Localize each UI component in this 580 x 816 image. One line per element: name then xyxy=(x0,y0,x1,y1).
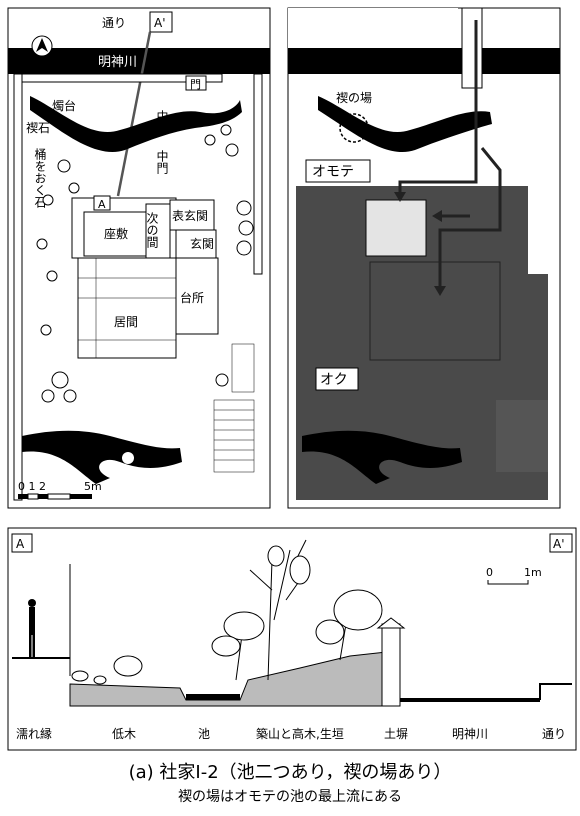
section-mark-right: A' xyxy=(553,537,565,551)
river-label: 明神川 xyxy=(98,55,137,70)
section-line xyxy=(116,31,152,197)
section-label-street: 通り xyxy=(542,727,566,741)
path-arrows xyxy=(398,20,502,290)
section-mark-house: A xyxy=(98,198,106,211)
oku-zone xyxy=(296,186,548,500)
bucket-stone-label: 桶をおく石 xyxy=(33,147,47,208)
north-arrow-pointer xyxy=(36,38,48,52)
plan-left: 明神川 通り A' 門 燭台 禊石 中塀 中門 桶をおく石 xyxy=(7,7,271,509)
candle-label: 燭台 xyxy=(52,98,76,113)
inner-gate-label: 中門 xyxy=(155,149,169,174)
pond-south-right xyxy=(302,430,462,484)
section-label-wall: 土塀 xyxy=(384,727,408,741)
ground-profile xyxy=(69,651,391,707)
wall-roof xyxy=(376,617,406,629)
section-mark-top: A' xyxy=(154,16,166,30)
gate-box xyxy=(185,75,207,91)
arrow-heads xyxy=(394,192,446,296)
genkan-label: 玄関 xyxy=(190,236,214,251)
wall-west xyxy=(13,73,23,501)
section-label-river: 明神川 xyxy=(452,727,488,741)
house-rear xyxy=(77,257,177,359)
gate-label: 門 xyxy=(190,78,201,91)
plan-right: 禊の場 オモテ オク xyxy=(287,7,561,509)
section-scale-bar xyxy=(487,580,529,585)
section-view: A A' 0 1m xyxy=(7,527,577,751)
pond-north-right xyxy=(318,96,492,152)
section-mark-left: A xyxy=(16,537,25,551)
house-right-front xyxy=(365,199,427,257)
genkan-room xyxy=(175,229,217,259)
section-scale-one: 1m xyxy=(524,566,542,579)
ima-label: 居間 xyxy=(114,315,138,329)
zashiki-label: 座敷 xyxy=(104,226,128,241)
scale-label: 0 1 2 xyxy=(18,480,46,493)
scale-bar xyxy=(18,493,92,500)
oku-zone-edge xyxy=(296,186,366,226)
scale-end-label: 5m xyxy=(84,480,102,493)
pond-water xyxy=(186,694,240,700)
omote-genkan-label: 表玄関 xyxy=(172,208,208,223)
tsugi-label: 次の間 xyxy=(145,212,159,248)
street-label-top: 通り xyxy=(102,16,126,30)
tatami-lines xyxy=(78,258,176,358)
zashiki-room xyxy=(83,211,147,257)
oku-label-box xyxy=(315,367,359,391)
pond-island xyxy=(122,452,134,464)
section-mark-house-box xyxy=(93,195,111,211)
house-right-rear xyxy=(369,261,501,361)
street-edge xyxy=(539,683,572,700)
omote-label-box xyxy=(305,159,371,183)
section-mark-top-box xyxy=(149,11,173,33)
misogi-place-label: 禊の場 xyxy=(336,91,372,105)
caption-sub: 禊の場はオモテの池の最上流にある xyxy=(178,789,402,805)
section-scale-zero: 0 xyxy=(486,566,493,579)
entry-strip-right xyxy=(461,7,483,89)
top-strip-right xyxy=(288,8,458,48)
misogi-circle xyxy=(339,113,369,143)
river-band xyxy=(8,48,270,74)
river-band-right xyxy=(288,48,560,74)
human-figure-icon xyxy=(28,599,36,657)
pond-south xyxy=(22,430,182,484)
misogi-stone-label: 禊石 xyxy=(26,121,50,135)
section-label-hill: 築山と高木,生垣 xyxy=(256,726,344,741)
daidokoro-room xyxy=(175,257,219,335)
section-mark-right-box xyxy=(549,533,573,553)
earthen-wall xyxy=(381,623,401,707)
daidokoro-label: 台所 xyxy=(180,290,204,305)
wall-east xyxy=(253,73,263,275)
shrubs xyxy=(71,655,143,685)
tree-canopies xyxy=(211,545,383,657)
omote-label: オモテ xyxy=(312,164,354,180)
section-label-pond: 池 xyxy=(198,727,210,741)
storehouse-hatch xyxy=(213,343,255,473)
section-label-shrub: 低木 xyxy=(112,727,136,741)
section-mark-left-box xyxy=(11,533,33,553)
section-label-veranda: 濡れ縁 xyxy=(16,726,52,741)
wall-north xyxy=(21,73,223,83)
oku-label: オク xyxy=(320,372,348,388)
pond-north xyxy=(30,96,242,152)
omote-genkan-room xyxy=(169,199,215,231)
inner-wall-label: 中塀 xyxy=(155,109,169,135)
caption-main: (a) 社家Ⅰ-2（池二つあり，禊の場あり） xyxy=(128,762,452,783)
storehouse-right xyxy=(496,400,548,472)
